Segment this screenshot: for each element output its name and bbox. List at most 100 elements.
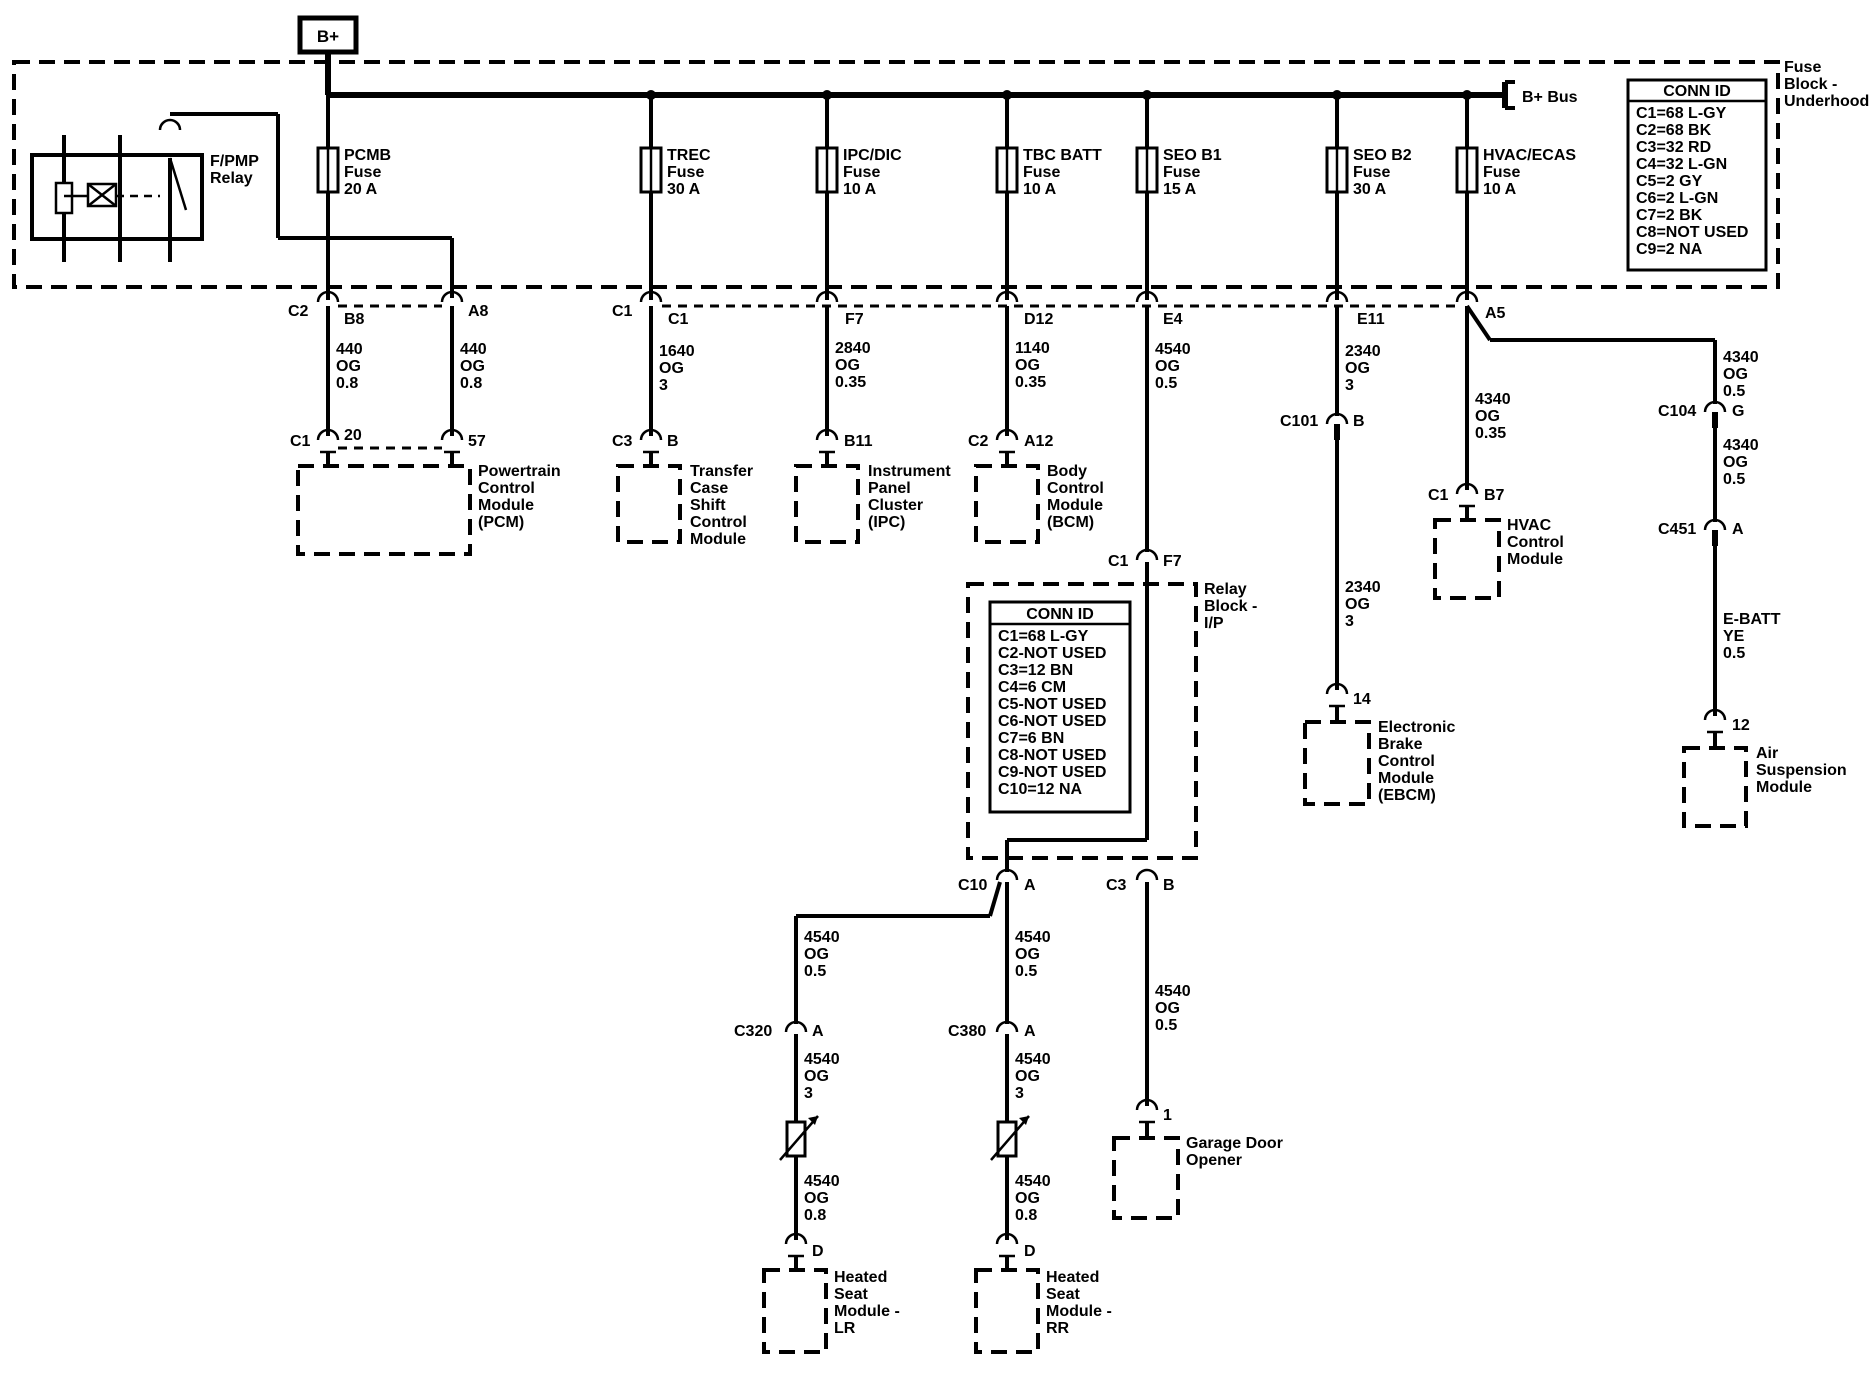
air-suspension-branch: 4340 OG 0.5 C104 G 4340 OG 0.5 C451 A E-… [1465, 304, 1847, 828]
diagram-label: OG [1723, 366, 1748, 383]
diagram-label: OG [804, 1068, 829, 1085]
diagram-label: Seat [834, 1286, 868, 1303]
diagram-label: Module [478, 497, 534, 514]
diagram-label: C10=12 NA [998, 781, 1082, 798]
diagram-label: D [1024, 1243, 1036, 1260]
diagram-label: C6=2 L-GN [1636, 190, 1718, 207]
diagram-label: E-BATT [1723, 611, 1781, 628]
transfer-case-branch: 1640 OG 3 C3 B Transfer Case Shift Contr… [612, 306, 753, 548]
diagram-label: 20 A [344, 181, 378, 198]
diagram-label: 3 [804, 1085, 813, 1102]
diagram-label: B [667, 433, 679, 450]
diagram-label: HVAC [1507, 517, 1552, 534]
diagram-label: D12 [1024, 311, 1053, 328]
diagram-label: 0.5 [1155, 375, 1177, 392]
diagram-label: C2 [968, 433, 989, 450]
diagram-label: C1 [668, 311, 689, 328]
diagram-label: (EBCM) [1378, 787, 1436, 804]
diagram-label: Body [1047, 463, 1087, 480]
diagram-label: Fuse [1483, 164, 1520, 181]
diagram-label: 4540 [804, 1173, 840, 1190]
seo-b1-branch: 4540 OG 0.5 C1 F7 [1108, 306, 1191, 840]
b-plus-label: B+ [317, 27, 339, 46]
diagram-label: C8=NOT USED [1636, 224, 1748, 241]
diagram-label: 4340 [1723, 437, 1759, 454]
diagram-label: OG [1015, 946, 1040, 963]
diagram-label: Seat [1046, 1286, 1080, 1303]
pcm-branch: 440 OG 0.8 440 OG 0.8 C1 20 57 Powertrai… [290, 306, 561, 556]
diagram-label: Fuse [344, 164, 381, 181]
fuse-block-name: Fuse Block - Underhood [1784, 59, 1869, 110]
diagram-label: 30 A [667, 181, 701, 198]
diagram-label: Brake [1378, 736, 1423, 753]
diagram-label: C1 [612, 303, 633, 320]
b-plus-source: B+ [297, 15, 359, 55]
diagram-label: B [1353, 413, 1365, 430]
diagram-label: 0.5 [1723, 383, 1745, 400]
diagram-label: 0.5 [1723, 645, 1745, 662]
diagram-label: Fuse [1353, 164, 1390, 181]
fuse-block-outline [12, 60, 1780, 289]
diagram-label: 3 [659, 377, 668, 394]
diagram-label: 10 A [843, 181, 877, 198]
fuse-block-conn-id-table: CONN ID C1=68 L-GY C2=68 BK C3=32 RD C4=… [1626, 78, 1768, 272]
diagram-label: C6-NOT USED [998, 713, 1106, 730]
heated-seat-lr-branch: C320 A 4540 OG 3 4540 OG 0.8 D Heated Se… [734, 1020, 900, 1354]
diagram-label: Fuse [843, 164, 880, 181]
diagram-label: 0.35 [835, 374, 866, 391]
diagram-label: C9=2 NA [1636, 241, 1703, 258]
diagram-label: Fuse [1784, 59, 1821, 76]
diagram-label: C4=6 CM [998, 679, 1066, 696]
diagram-label: 10 A [1483, 181, 1517, 198]
diagram-label: C1=68 L-GY [998, 628, 1089, 645]
diagram-label: 20 [344, 427, 362, 444]
diagram-label: Module [1507, 551, 1563, 568]
fuse-hvac-ecas: HVAC/ECAS Fuse 10 A [1455, 146, 1576, 198]
diagram-label: RR [1046, 1320, 1070, 1337]
diagram-label: Powertrain [478, 463, 561, 480]
diagram-label: 4540 [1015, 1051, 1051, 1068]
diagram-label: 30 A [1353, 181, 1387, 198]
diagram-label: A12 [1024, 433, 1053, 450]
diagram-label: (PCM) [478, 514, 524, 531]
diagram-label: 0.8 [1015, 1207, 1037, 1224]
diagram-label: Fuse [1163, 164, 1200, 181]
diagram-label: C1 [1428, 487, 1449, 504]
diagram-label: A5 [1485, 305, 1506, 322]
diagram-label: G [1732, 403, 1744, 420]
b-plus-bus: B+ Bus [325, 52, 1578, 110]
diagram-label: OG [1155, 1000, 1180, 1017]
diagram-label: C2-NOT USED [998, 645, 1106, 662]
diagram-label: Heated [834, 1269, 887, 1286]
diagram-label: C3=32 RD [1636, 139, 1711, 156]
diagram-label: Relay [210, 170, 253, 187]
diagram-label: C320 [734, 1023, 772, 1040]
bcm-branch: 1140 OG 0.35 C2 A12 Body Control Module … [968, 306, 1104, 544]
diagram-label: Control [1378, 753, 1435, 770]
diagram-label: C1 [1108, 553, 1129, 570]
diagram-label: Control [478, 480, 535, 497]
diagram-label: 4540 [804, 1051, 840, 1068]
diagram-label: 15 A [1163, 181, 1197, 198]
diagram-label: (IPC) [868, 514, 905, 531]
diagram-label: PCMB [344, 147, 391, 164]
ebcm-branch: 2340 OG 3 C101 B 2340 OG 3 14 Electronic… [1280, 306, 1455, 806]
diagram-label: 4340 [1475, 391, 1511, 408]
diagram-label: TBC BATT [1023, 147, 1102, 164]
diagram-label: 440 [336, 341, 363, 358]
diagram-label: 3 [1345, 613, 1354, 630]
diagram-label: Control [690, 514, 747, 531]
diagram-label: I/P [1204, 615, 1224, 632]
diagram-label: Fuse [667, 164, 704, 181]
diagram-label: OG [804, 946, 829, 963]
fuse-wires [326, 95, 1469, 300]
diagram-label: C3 [612, 433, 633, 450]
diagram-label: C104 [1658, 403, 1696, 420]
diagram-label: OG [1015, 357, 1040, 374]
diagram-label: 10 A [1023, 181, 1057, 198]
diagram-label: Air [1756, 745, 1778, 762]
diagram-label: 1640 [659, 343, 695, 360]
diagram-label: CONN ID [1026, 606, 1094, 623]
diagram-label: Module - [1046, 1303, 1112, 1320]
